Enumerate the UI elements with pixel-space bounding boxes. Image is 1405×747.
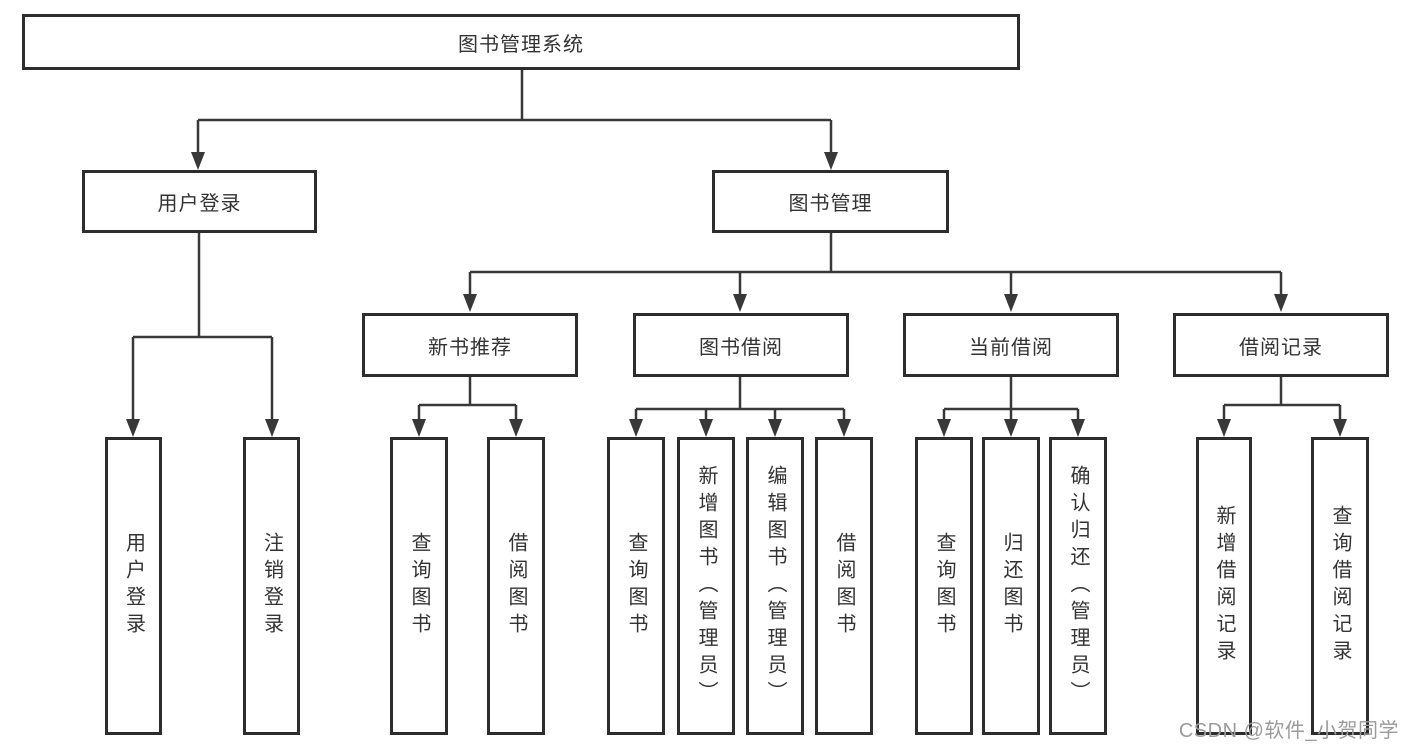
node-leaf-query-books-borrowing: 查询图书 (607, 437, 665, 735)
node-book-management: 图书管理 (712, 170, 949, 233)
node-leaf-borrow-books: 借阅图书 (815, 437, 873, 735)
node-leaf-edit-books-admin: 编辑图书（管理员） (746, 437, 804, 735)
node-leaf-confirm-return-admin: 确认归还（管理员） (1049, 437, 1107, 735)
node-user-login: 用户登录 (82, 170, 317, 233)
node-leaf-add-borrow-record: 新增借阅记录 (1196, 437, 1252, 735)
node-leaf-add-books-admin: 新增图书（管理员） (677, 437, 735, 735)
node-current-borrowing: 当前借阅 (903, 313, 1119, 377)
node-leaf-logout: 注销登录 (243, 437, 300, 735)
node-borrowing-records: 借阅记录 (1173, 313, 1389, 377)
node-book-borrowing: 图书借阅 (633, 313, 849, 377)
node-new-book-recommendation: 新书推荐 (362, 313, 578, 377)
node-leaf-borrow-books-recommend: 借阅图书 (487, 437, 545, 735)
watermark: CSDN @软件_小贺同学 (1178, 720, 1399, 742)
node-library-management-system: 图书管理系统 (22, 14, 1020, 70)
node-leaf-query-borrow-record: 查询借阅记录 (1311, 437, 1369, 735)
node-leaf-user-login: 用户登录 (105, 437, 162, 735)
node-leaf-query-books-recommend: 查询图书 (390, 437, 448, 735)
node-leaf-query-books-current: 查询图书 (915, 437, 973, 735)
node-leaf-return-books: 归还图书 (982, 437, 1040, 735)
